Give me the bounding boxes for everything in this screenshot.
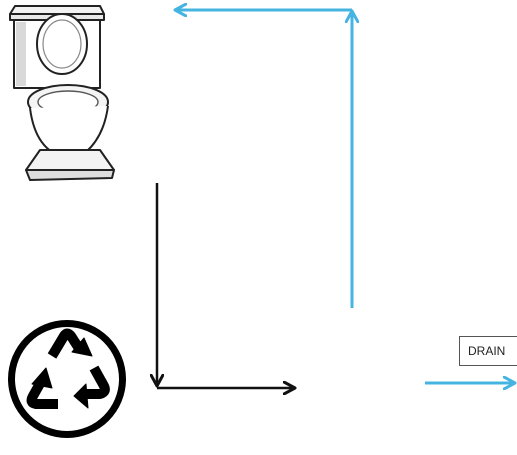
drain-label: DRAIN [459, 336, 517, 366]
toilet-icon [9, 5, 115, 181]
recycle-icon [8, 320, 126, 438]
